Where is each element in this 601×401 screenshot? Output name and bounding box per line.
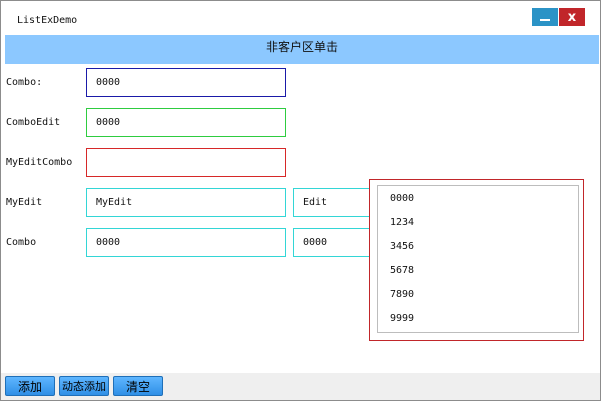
combo2-field[interactable]: 0000 [86, 228, 286, 257]
combo-value: 0000 [96, 77, 121, 88]
combo-field[interactable]: 0000 [86, 68, 286, 97]
dropdown-list: 0000 1234 3456 5678 7890 9999 [369, 179, 584, 341]
dropdown-item[interactable]: 5678 [390, 265, 415, 276]
myedit-value: MyEdit [96, 197, 133, 208]
comboedit-label: ComboEdit [6, 117, 61, 128]
comboedit-value: 0000 [96, 117, 121, 128]
edit-value: Edit [303, 197, 328, 208]
clear-button[interactable]: 清空 [113, 376, 163, 396]
myeditcombo-field[interactable] [86, 148, 286, 177]
dropdown-item[interactable]: 3456 [390, 241, 415, 252]
combo2-value: 0000 [96, 237, 121, 248]
close-icon: x [567, 9, 577, 25]
dropdown-item[interactable]: 1234 [390, 217, 415, 228]
close-button[interactable]: x [559, 8, 585, 26]
minimize-button[interactable] [532, 8, 558, 26]
edit-field[interactable]: Edit [293, 188, 373, 217]
combo2-second-field[interactable]: 0000 [293, 228, 373, 257]
dropdown-item[interactable]: 7890 [390, 289, 415, 300]
comboedit-field[interactable]: 0000 [86, 108, 286, 137]
banner-text: 非客户区单击 [265, 40, 338, 54]
myedit-label: MyEdit [6, 197, 43, 208]
combo2-label: Combo [6, 237, 37, 248]
non-client-banner[interactable]: 非客户区单击 [5, 35, 599, 64]
dropdown-item[interactable]: 9999 [390, 313, 415, 324]
title-bar[interactable]: ListExDemo x [1, 1, 600, 35]
add-button[interactable]: 添加 [5, 376, 55, 396]
window-title: ListExDemo [17, 15, 78, 26]
minimize-icon [540, 19, 550, 21]
combo-label: Combo: [6, 77, 43, 88]
dropdown-list-inner: 0000 1234 3456 5678 7890 9999 [377, 185, 579, 333]
combo2-second-value: 0000 [303, 237, 328, 248]
myedit-field[interactable]: MyEdit [86, 188, 286, 217]
myeditcombo-label: MyEditCombo [6, 157, 73, 168]
dynamic-add-button[interactable]: 动态添加 [59, 376, 109, 396]
dropdown-item[interactable]: 0000 [390, 193, 415, 204]
